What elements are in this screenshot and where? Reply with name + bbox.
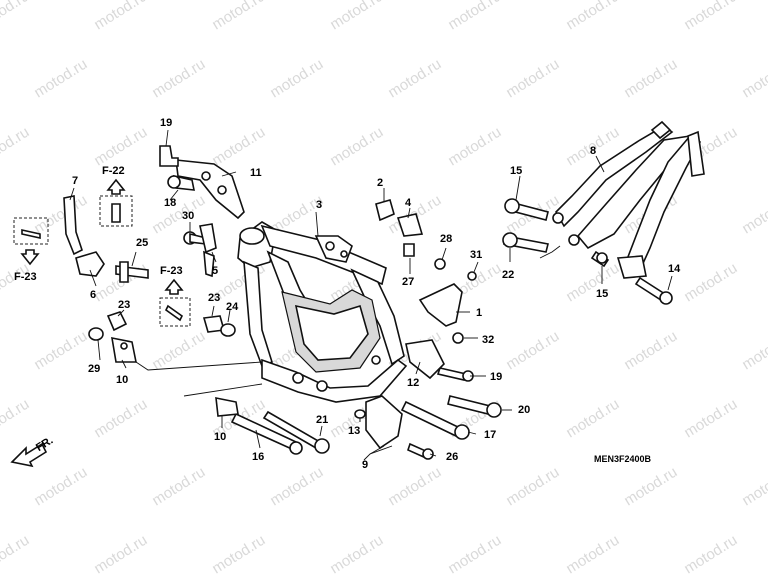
- subframe[interactable]: [552, 120, 705, 279]
- watermark-text: motod.ru: [31, 328, 90, 374]
- front-direction-arrow: [10, 442, 48, 468]
- watermark-text: motod.ru: [563, 0, 622, 33]
- watermark-text: motod.ru: [503, 464, 562, 510]
- watermark-text: motod.ru: [503, 328, 562, 374]
- callout-6: 6: [90, 289, 96, 301]
- watermark-text: motod.ru: [327, 124, 386, 170]
- watermark-text: motod.ru: [0, 124, 32, 170]
- watermark-text: motod.ru: [267, 464, 326, 510]
- watermark-text: motod.ru: [91, 396, 150, 442]
- ref-label-f23-left: F-23: [14, 271, 37, 283]
- callout-11: 11: [250, 167, 262, 179]
- callout-25: 25: [136, 237, 148, 249]
- watermark-text: motod.ru: [385, 56, 444, 102]
- watermark-text: motod.ru: [503, 56, 562, 102]
- watermark-text: motod.ru: [563, 532, 622, 576]
- callout-23b: 23: [208, 292, 220, 304]
- callout-31: 31: [470, 249, 482, 261]
- callout-4: 4: [405, 197, 412, 209]
- watermark-text: motod.ru: [91, 124, 150, 170]
- callout-14: 14: [668, 263, 681, 275]
- callout-17: 17: [484, 429, 496, 441]
- callout-19b: 19: [490, 371, 502, 383]
- callout-15b: 15: [596, 288, 608, 300]
- watermark-text: motod.ru: [739, 328, 768, 374]
- callout-1: 1: [476, 307, 482, 319]
- watermark-text: motod.ru: [681, 532, 740, 576]
- watermark-text: motod.ru: [0, 396, 32, 442]
- watermark-text: motod.ru: [563, 260, 622, 306]
- callout-16: 16: [252, 451, 264, 463]
- callout-10a: 10: [116, 374, 128, 386]
- callout-27: 27: [402, 276, 414, 288]
- callout-19a: 19: [160, 117, 172, 129]
- ref-label-f23-center: F-23: [160, 265, 183, 277]
- watermark-text: motod.ru: [681, 0, 740, 33]
- callout-12: 12: [407, 377, 419, 389]
- callout-20: 20: [518, 404, 530, 416]
- callout-30: 30: [182, 210, 194, 222]
- callout-7: 7: [72, 175, 78, 187]
- watermark-text: motod.ru: [0, 0, 32, 33]
- main-frame[interactable]: [237, 221, 408, 403]
- leader-lines: [69, 129, 673, 461]
- callout-8: 8: [590, 145, 596, 157]
- watermark-text: motod.ru: [327, 532, 386, 576]
- callout-29: 29: [88, 363, 100, 375]
- callout-3: 3: [316, 199, 322, 211]
- watermark-text: motod.ru: [149, 56, 208, 102]
- watermark-text: motod.ru: [31, 192, 90, 238]
- watermark-text: motod.ru: [563, 396, 622, 442]
- brackets[interactable]: [63, 195, 477, 450]
- watermark-text: motod.ru: [267, 56, 326, 102]
- watermark-text: motod.ru: [31, 56, 90, 102]
- ref-labels: F-22 F-23 F-23: [14, 165, 183, 283]
- callout-24: 24: [226, 301, 239, 313]
- callout-28: 28: [440, 233, 452, 245]
- watermark-text: motod.ru: [681, 260, 740, 306]
- ref-box-left: [13, 217, 49, 245]
- watermark-text: motod.ru: [209, 532, 268, 576]
- watermark-text: motod.ru: [739, 192, 768, 238]
- callout-13: 13: [348, 425, 360, 437]
- watermark-text: motod.ru: [385, 464, 444, 510]
- watermark-text: motod.ru: [91, 0, 150, 33]
- bolts[interactable]: [159, 145, 673, 460]
- ref-box-f23-center: [159, 297, 191, 327]
- watermark-text: motod.ru: [209, 124, 268, 170]
- watermark-text: motod.ru: [149, 192, 208, 238]
- ref-label-f22: F-22: [102, 165, 125, 177]
- watermark-text: motod.ru: [209, 0, 268, 33]
- callout-5: 5: [212, 265, 218, 277]
- callout-22: 22: [502, 269, 514, 281]
- watermark-text: motod.ru: [621, 56, 680, 102]
- callout-21: 21: [316, 414, 328, 426]
- callout-9: 9: [362, 459, 368, 471]
- ref-arrows: [20, 178, 184, 295]
- watermark-text: motod.ru: [0, 532, 32, 576]
- watermark-text: motod.ru: [739, 56, 768, 102]
- watermark-text: motod.ru: [91, 532, 150, 576]
- watermark-text: motod.ru: [149, 464, 208, 510]
- watermark-text: motod.ru: [445, 0, 504, 33]
- watermark-text: motod.ru: [445, 532, 504, 576]
- callout-10b: 10: [214, 431, 226, 443]
- watermark-text: motod.ru: [681, 396, 740, 442]
- watermark-text: motod.ru: [327, 0, 386, 33]
- ref-box-f22: [99, 195, 133, 227]
- diagram-code: MEN3F2400B: [594, 454, 652, 464]
- watermark-text: motod.ru: [621, 464, 680, 510]
- callout-18: 18: [164, 197, 176, 209]
- callout-15a: 15: [510, 165, 522, 177]
- callout-2: 2: [377, 177, 383, 189]
- callout-32: 32: [482, 334, 494, 346]
- callout-numbers: 1 2 3 4 5 6 7 8 9 10 10 11 12 13 14 15 1…: [72, 117, 681, 471]
- callout-26: 26: [446, 451, 458, 463]
- watermark-text: motod.ru: [621, 328, 680, 374]
- callout-23a: 23: [118, 299, 130, 311]
- watermark-text: motod.ru: [31, 464, 90, 510]
- watermark-text: motod.ru: [445, 124, 504, 170]
- watermark-text: motod.ru: [739, 464, 768, 510]
